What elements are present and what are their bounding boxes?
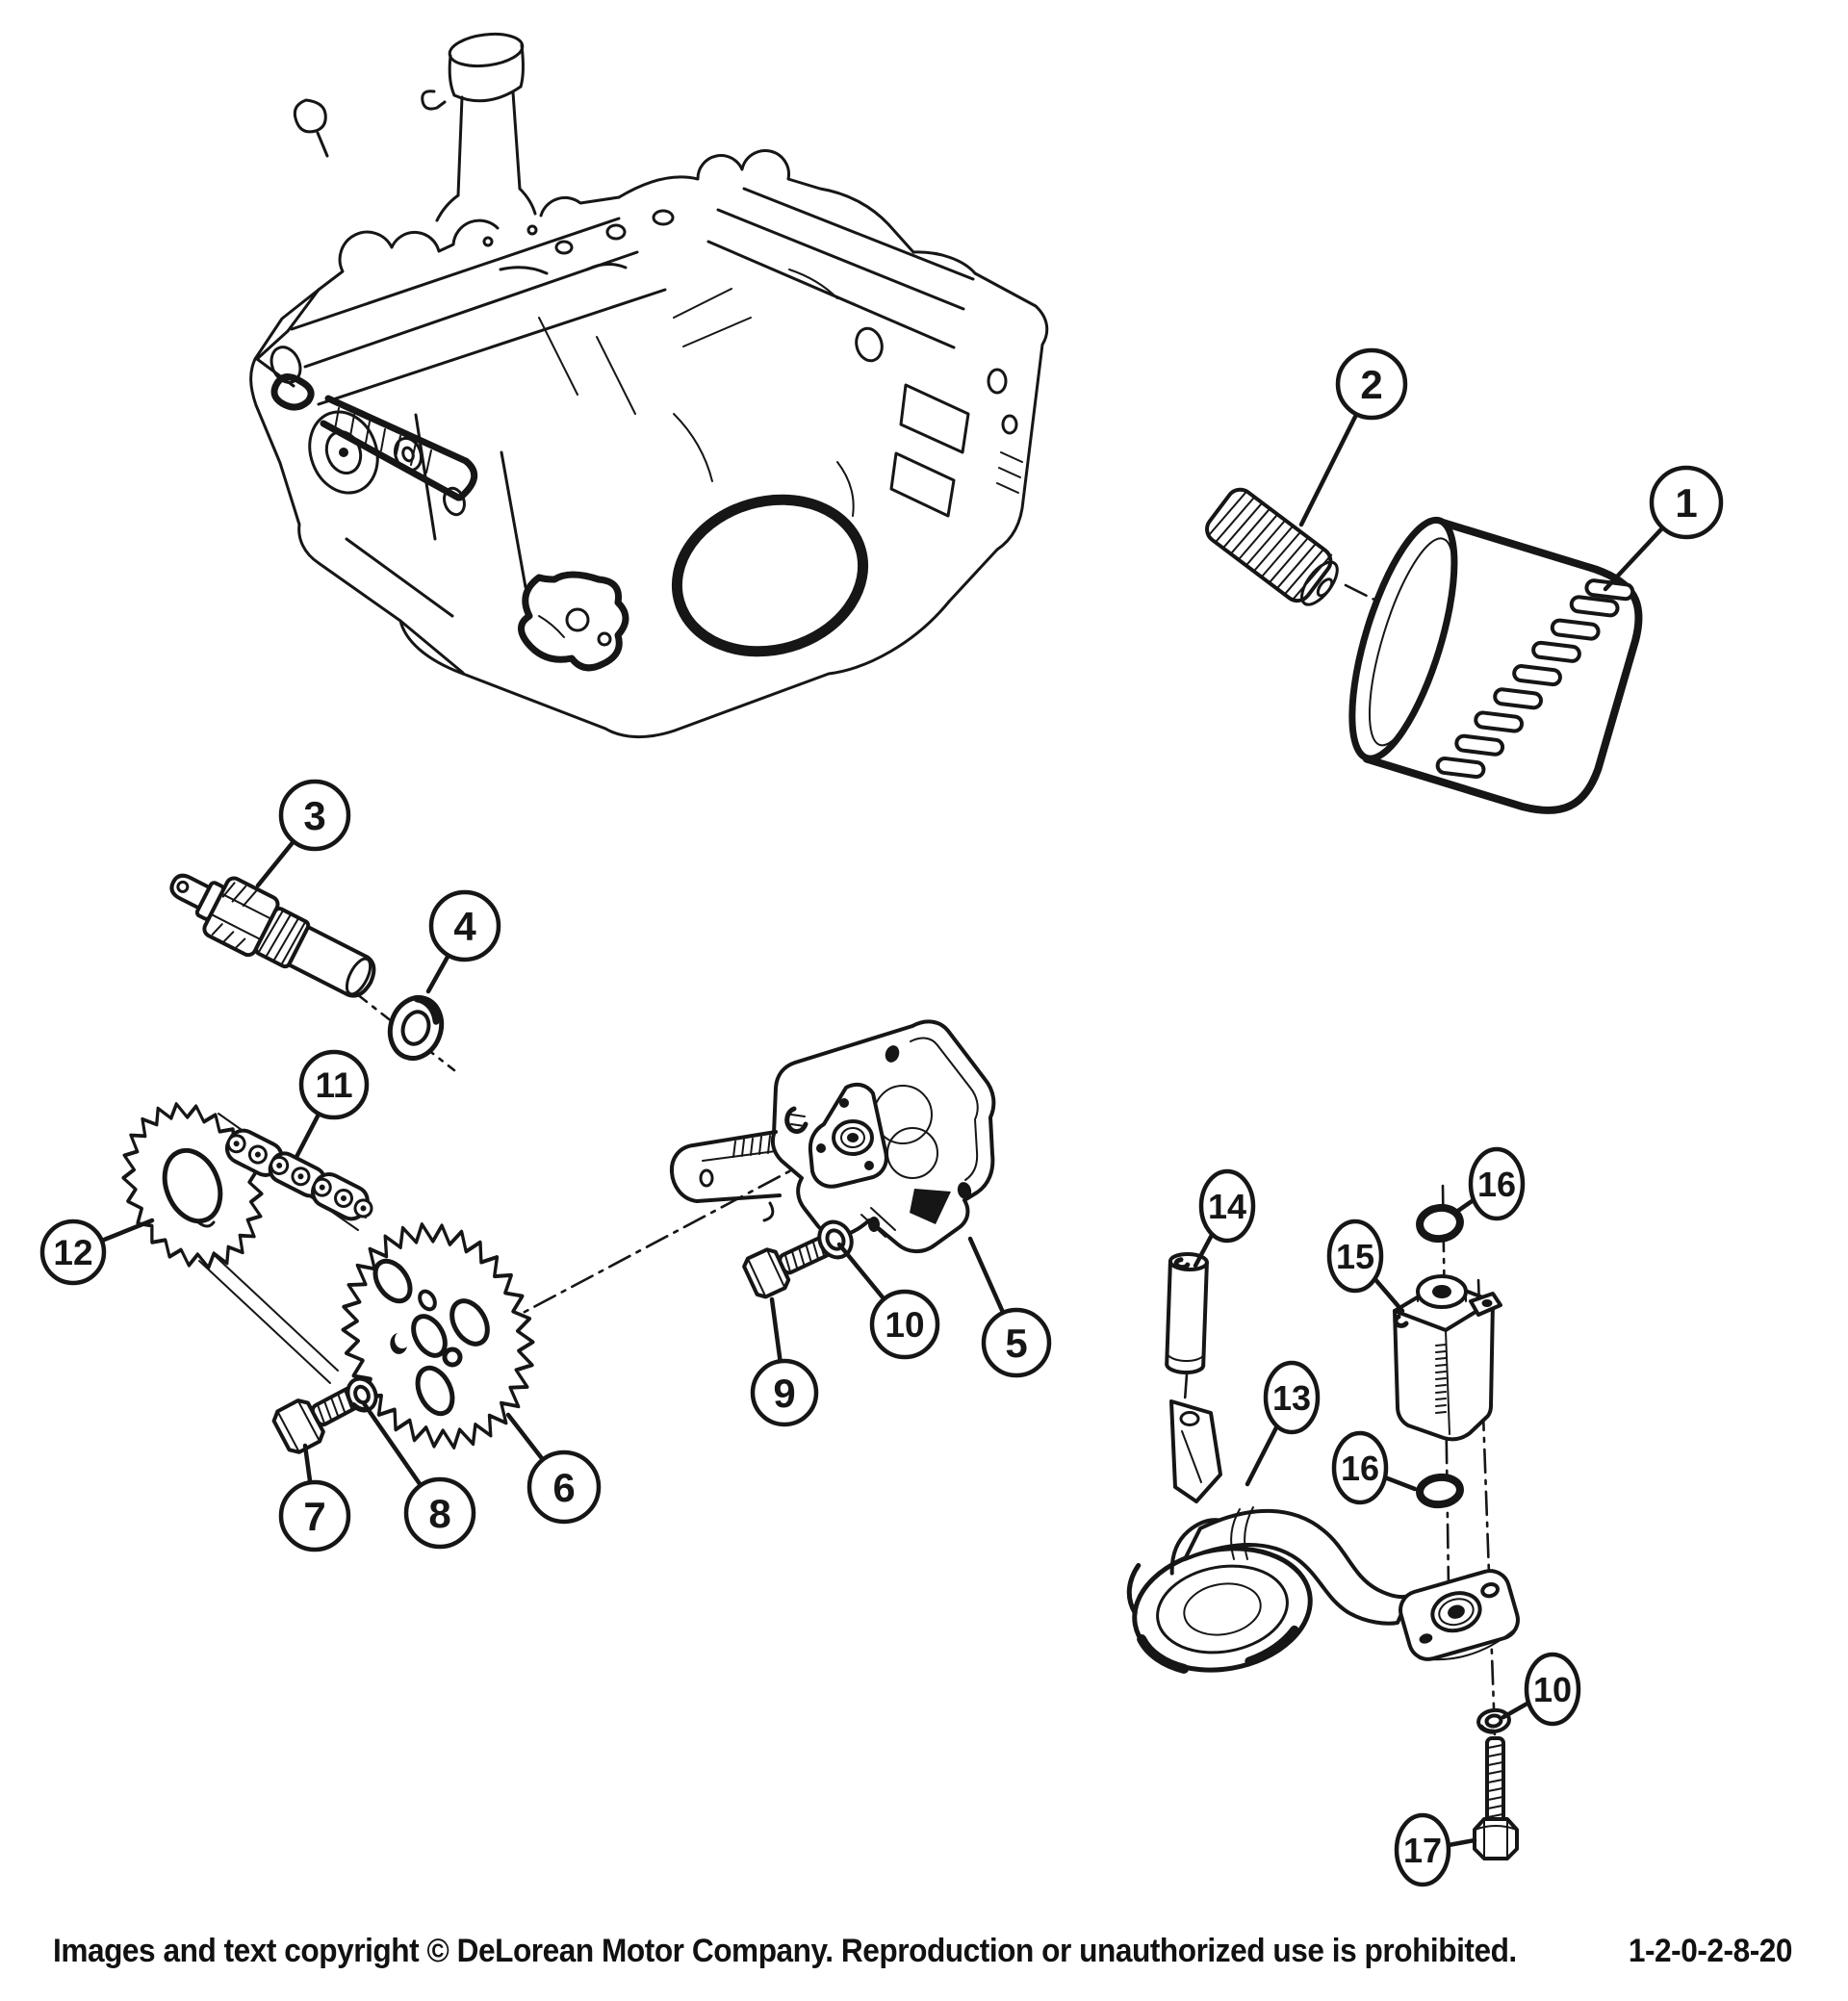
svg-text:6: 6 — [552, 1465, 575, 1510]
footer-part-code: 1-2-0-2-8-20 — [1629, 1932, 1792, 1968]
footer-copyright: Images and text copyright © DeLorean Mot… — [53, 1932, 1517, 1968]
svg-text:3: 3 — [303, 793, 325, 838]
svg-text:14: 14 — [1208, 1187, 1246, 1226]
svg-text:1: 1 — [1675, 480, 1697, 526]
svg-text:16: 16 — [1341, 1449, 1379, 1488]
callout-4[interactable]: 4 — [428, 889, 501, 962]
oil-pump-housing-drawing — [669, 1019, 996, 1254]
o-ring-upper-drawing — [1416, 1203, 1464, 1244]
flange-washer-drawing — [1476, 1707, 1511, 1734]
svg-text:11: 11 — [315, 1065, 352, 1105]
svg-text:8: 8 — [428, 1491, 450, 1536]
pump-sprocket-drawing — [341, 1222, 535, 1449]
svg-text:16: 16 — [1477, 1165, 1516, 1204]
callout-14[interactable]: 14 — [1198, 1168, 1256, 1244]
svg-text:7: 7 — [303, 1494, 325, 1539]
callout-1[interactable]: 1 — [1649, 465, 1724, 540]
thread-nipple-drawing — [1205, 487, 1339, 606]
callout-8[interactable]: 8 — [403, 1476, 476, 1550]
callout-5[interactable]: 5 — [981, 1307, 1052, 1378]
sprocket-washer-drawing — [346, 1376, 378, 1413]
callout-6[interactable]: 6 — [526, 1449, 602, 1525]
callout-11[interactable]: 11 — [298, 1049, 370, 1120]
svg-text:13: 13 — [1272, 1378, 1311, 1418]
callout-2[interactable]: 2 — [1335, 347, 1408, 421]
callout-7[interactable]: 7 — [278, 1479, 351, 1552]
o-ring-lower-drawing — [1416, 1473, 1464, 1509]
svg-text:17: 17 — [1403, 1831, 1442, 1870]
callout-9[interactable]: 9 — [750, 1358, 819, 1427]
callout-3[interactable]: 3 — [278, 779, 351, 852]
svg-text:2: 2 — [1360, 362, 1382, 407]
oil-pickup-drawing — [1126, 1399, 1520, 1674]
svg-text:10: 10 — [885, 1305, 924, 1345]
callout-16-lower[interactable]: 16 — [1331, 1430, 1389, 1505]
svg-text:9: 9 — [773, 1371, 795, 1416]
oil-filter-drawing — [1348, 516, 1643, 814]
callout-12[interactable]: 12 — [39, 1219, 107, 1286]
flange-bolt-drawing — [1473, 1736, 1519, 1860]
pump-block-drawing — [1393, 1274, 1502, 1442]
callout-15[interactable]: 15 — [1326, 1219, 1384, 1294]
washer-4-drawing — [387, 995, 445, 1061]
callout-13[interactable]: 13 — [1263, 1360, 1321, 1435]
engine-illustration — [249, 32, 1049, 739]
svg-text:15: 15 — [1336, 1237, 1374, 1276]
callout-17[interactable]: 17 — [1394, 1812, 1451, 1887]
oil-pressure-switch-drawing — [169, 873, 376, 998]
svg-text:4: 4 — [453, 904, 476, 949]
svg-text:5: 5 — [1005, 1321, 1027, 1366]
callout-10-flange[interactable]: 10 — [1524, 1652, 1581, 1727]
callout-10-pump[interactable]: 10 — [869, 1289, 940, 1360]
callout-16-upper[interactable]: 16 — [1468, 1146, 1526, 1221]
svg-text:12: 12 — [53, 1233, 92, 1272]
crank-sprocket-hub — [162, 1147, 223, 1228]
svg-text:10: 10 — [1533, 1670, 1572, 1709]
pump-sprocket-holes — [372, 1258, 490, 1417]
oil-pump-chain-drawing — [224, 1128, 373, 1221]
pump-bolt-drawing — [742, 1236, 832, 1299]
pickup-cylinder-drawing — [1165, 1252, 1209, 1374]
